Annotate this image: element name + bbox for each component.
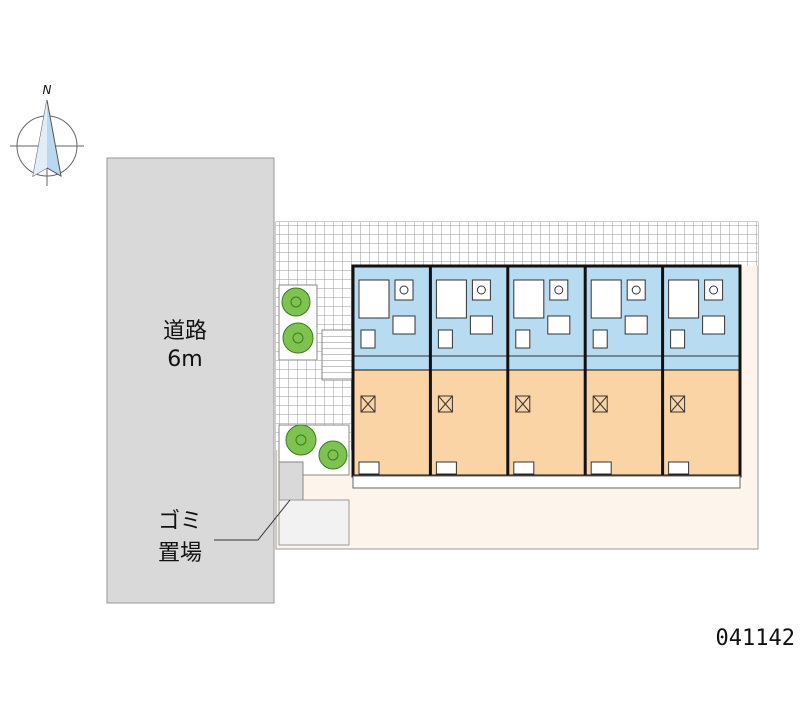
unit-toilet bbox=[437, 329, 453, 349]
unit-toilet bbox=[360, 329, 376, 349]
closet-icon bbox=[360, 395, 376, 413]
unit-burner bbox=[476, 285, 486, 295]
unit-burner bbox=[631, 285, 641, 295]
property-code: 041142 bbox=[716, 626, 795, 651]
unit-kitchen-stove bbox=[471, 279, 491, 301]
staircase bbox=[321, 329, 355, 381]
garbage-area bbox=[278, 461, 304, 501]
closet-icon-cross bbox=[670, 395, 685, 413]
closet-icon bbox=[592, 395, 608, 413]
closet-icon-cross bbox=[438, 395, 453, 413]
unit-balcony-window bbox=[358, 461, 380, 475]
tree-icon bbox=[285, 424, 317, 456]
unit-burner bbox=[399, 285, 409, 295]
unit-living-room bbox=[507, 369, 586, 477]
closet-icon bbox=[670, 395, 686, 413]
unit-living-room bbox=[662, 369, 741, 477]
unit-washbasin bbox=[702, 315, 726, 335]
garbage-leader-line bbox=[214, 499, 291, 541]
tree-icon bbox=[318, 440, 348, 470]
unit-washbasin bbox=[624, 315, 648, 335]
garbage-label-line1: ゴミ bbox=[158, 509, 202, 534]
unit-kitchen-stove bbox=[704, 279, 724, 301]
road-name: 道路 bbox=[163, 319, 207, 344]
unit-bath bbox=[358, 279, 390, 319]
unit-balcony-window bbox=[513, 461, 535, 475]
unit-toilet bbox=[592, 329, 608, 349]
closet-icon bbox=[515, 395, 531, 413]
garbage-label-line2: 置場 bbox=[158, 541, 202, 566]
closet-icon bbox=[437, 395, 453, 413]
unit-burner bbox=[709, 285, 719, 295]
unit-toilet bbox=[515, 329, 531, 349]
road bbox=[106, 157, 275, 604]
closet-icon-cross bbox=[360, 395, 376, 413]
unit-bath bbox=[590, 279, 622, 319]
unit-living-room bbox=[584, 369, 664, 477]
tree-icon bbox=[281, 287, 311, 317]
unit-bath bbox=[668, 279, 700, 319]
unit-kitchen-stove bbox=[394, 279, 414, 301]
unit-washbasin bbox=[392, 315, 416, 335]
unit-toilet bbox=[670, 329, 686, 349]
road-width: 6m bbox=[167, 347, 202, 372]
unit-kitchen-stove bbox=[626, 279, 646, 301]
garbage-area-pad bbox=[278, 499, 350, 546]
unit-living-room bbox=[429, 369, 509, 477]
unit-bath bbox=[435, 279, 467, 319]
unit-washbasin bbox=[469, 315, 493, 335]
north-label: N bbox=[43, 83, 52, 97]
unit-balcony-window bbox=[668, 461, 690, 475]
unit-kitchen-stove bbox=[549, 279, 569, 301]
tree-icon bbox=[282, 322, 314, 354]
apartment-building bbox=[351, 264, 742, 489]
compass-icon bbox=[10, 99, 84, 186]
unit-burner bbox=[554, 285, 564, 295]
unit-balcony-window bbox=[435, 461, 457, 475]
unit-balcony-window bbox=[590, 461, 612, 475]
closet-icon-cross bbox=[592, 395, 608, 413]
unit-washbasin bbox=[547, 315, 571, 335]
paved-walkway bbox=[276, 222, 758, 266]
unit-living-room bbox=[352, 369, 431, 477]
unit-bath bbox=[513, 279, 545, 319]
balcony-strip bbox=[352, 475, 741, 489]
closet-icon-cross bbox=[515, 395, 531, 413]
